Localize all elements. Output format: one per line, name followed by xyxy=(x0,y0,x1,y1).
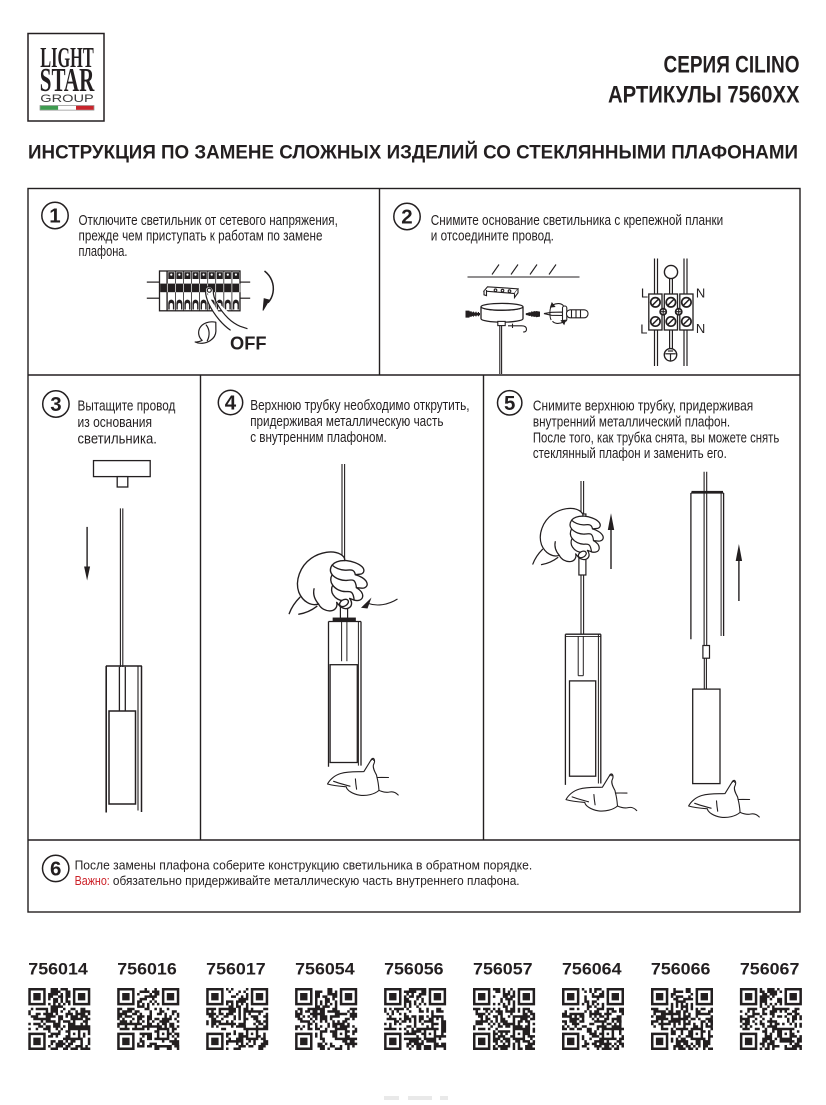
svg-text:После того, как трубка снята,: После того, как трубка снята, вы можете … xyxy=(533,430,779,447)
svg-text:После замены плафона соберите: После замены плафона соберите конструкци… xyxy=(75,857,533,872)
svg-text:OFF: OFF xyxy=(230,333,267,354)
svg-text:756067: 756067 xyxy=(740,960,800,979)
svg-text:плафона.: плафона. xyxy=(79,243,128,260)
svg-text:2: 2 xyxy=(401,206,412,229)
svg-text:6: 6 xyxy=(50,858,61,881)
svg-text:Отключите светильник от сетево: Отключите светильник от сетевого напряже… xyxy=(79,212,338,229)
svg-text:Важно:: Важно: xyxy=(75,873,110,888)
svg-text:из основания: из основания xyxy=(78,414,153,431)
svg-text:N: N xyxy=(696,286,705,301)
svg-text:АРТИКУЛЫ 7560XX: АРТИКУЛЫ 7560XX xyxy=(608,81,800,108)
svg-text:светильника.: светильника. xyxy=(78,431,157,448)
svg-text:756057: 756057 xyxy=(473,960,533,979)
svg-text:Снимите верхнюю трубку, придер: Снимите верхнюю трубку, придерживая xyxy=(533,398,753,415)
svg-text:STAR: STAR xyxy=(40,62,95,99)
svg-text:Вытащите провод: Вытащите провод xyxy=(78,398,176,415)
svg-text:756016: 756016 xyxy=(117,960,177,979)
svg-text:Верхнюю трубку необходимо откр: Верхнюю трубку необходимо открутить, xyxy=(250,397,469,414)
svg-text:с внутренним плафоном.: с внутренним плафоном. xyxy=(250,429,387,446)
svg-text:L: L xyxy=(640,321,647,336)
svg-text:Снимите основание светильника: Снимите основание светильника с крепежно… xyxy=(431,212,723,229)
svg-text:и отсоедините провод.: и отсоедините провод. xyxy=(431,227,554,244)
svg-text:придерживая металлическую част: придерживая металлическую часть xyxy=(250,413,443,430)
svg-text:756064: 756064 xyxy=(562,960,622,979)
svg-text:GROUP: GROUP xyxy=(40,93,94,105)
svg-text:внутренний металлический плафо: внутренний металлический плафон. xyxy=(533,414,730,431)
svg-text:3: 3 xyxy=(50,393,61,416)
svg-text:5: 5 xyxy=(504,392,515,415)
svg-text:4: 4 xyxy=(225,392,237,415)
svg-text:756017: 756017 xyxy=(206,960,266,979)
svg-text:обязательно придерживайте мета: обязательно придерживайте металлическую … xyxy=(113,873,520,888)
svg-text:L: L xyxy=(641,286,648,301)
svg-text:756066: 756066 xyxy=(651,960,711,979)
svg-text:стеклянный плафон и заменить е: стеклянный плафон и заменить его. xyxy=(533,445,727,462)
svg-text:LIGHT: LIGHT xyxy=(40,43,94,74)
svg-text:N: N xyxy=(696,321,705,336)
svg-text:ИНСТРУКЦИЯ ПО ЗАМЕНЕ СЛОЖНЫХ И: ИНСТРУКЦИЯ ПО ЗАМЕНЕ СЛОЖНЫХ ИЗДЕЛИЙ СО … xyxy=(28,139,798,163)
svg-text:прежде чем приступать к работа: прежде чем приступать к работам по замен… xyxy=(79,227,323,244)
svg-text:756014: 756014 xyxy=(28,960,88,979)
svg-text:756056: 756056 xyxy=(384,960,444,979)
svg-text:СЕРИЯ CILINO: СЕРИЯ CILINO xyxy=(664,51,800,78)
svg-text:1: 1 xyxy=(49,205,60,228)
svg-text:756054: 756054 xyxy=(295,960,355,979)
